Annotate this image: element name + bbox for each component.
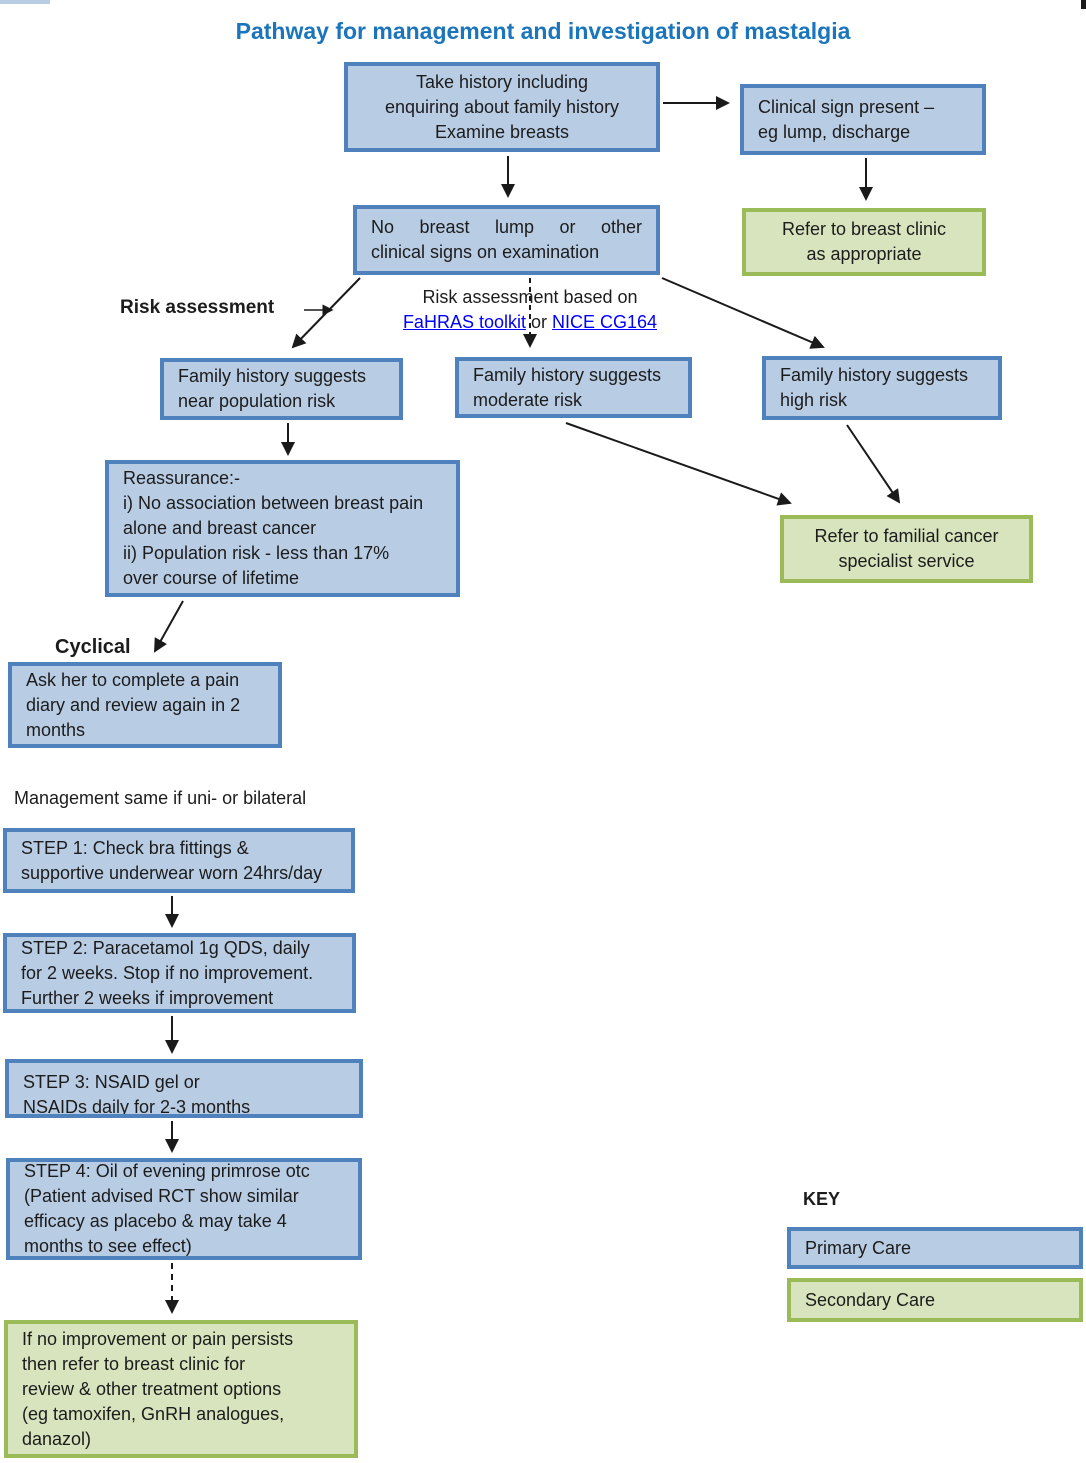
step3-text: STEP 3: NSAID gel or NSAIDs daily for 2-… bbox=[23, 1072, 251, 1117]
page-title: Pathway for management and investigation… bbox=[235, 18, 851, 44]
no-breast-lump-line1: No breast lump or other bbox=[371, 217, 642, 237]
pain-diary-box: Ask her to complete a pain diary and rev… bbox=[8, 662, 282, 748]
arrow-high-to-familial bbox=[846, 424, 901, 504]
family-near-risk-text: Family history suggests near population … bbox=[178, 366, 367, 411]
family-near-risk-box: Family history suggests near population … bbox=[160, 358, 403, 420]
risk-assessment-note: Risk assessment based on FaHRAS toolkit … bbox=[372, 285, 688, 335]
step2-text: STEP 2: Paracetamol 1g QDS, daily for 2 … bbox=[21, 937, 314, 1008]
reassurance-text: Reassurance:- i) No association between … bbox=[123, 468, 424, 588]
family-high-risk-text: Family history suggests high risk bbox=[780, 365, 969, 410]
corner-mark bbox=[1081, 0, 1086, 9]
corner-decoration-bar bbox=[0, 0, 50, 4]
key-label: KEY bbox=[803, 1189, 841, 1209]
key-secondary-care-text: Secondary Care bbox=[805, 1289, 936, 1310]
management-note: Management same if uni- or bilateral bbox=[14, 788, 307, 808]
step4-box: STEP 4: Oil of evening primrose otc (Pat… bbox=[6, 1158, 362, 1260]
or-text: or bbox=[525, 312, 552, 332]
step1-box: STEP 1: Check bra fittings & supportive … bbox=[3, 828, 355, 893]
risk-assessment-label: Risk assessment bbox=[120, 297, 275, 318]
key-primary-care-text: Primary Care bbox=[805, 1237, 912, 1258]
refer-breast-clinic-box: Refer to breast clinic as appropriate bbox=[742, 208, 986, 276]
key-secondary-care-box: Secondary Care bbox=[787, 1278, 1083, 1322]
clinical-sign-box: Clinical sign present – eg lump, dischar… bbox=[740, 84, 986, 155]
clinical-sign-text: Clinical sign present – eg lump, dischar… bbox=[758, 96, 935, 142]
arrow-moderate-to-familial bbox=[565, 422, 792, 506]
family-moderate-risk-text: Family history suggests moderate risk bbox=[473, 364, 662, 410]
arrow-reassurance-to-cyclical bbox=[154, 600, 184, 653]
key-primary-care-box: Primary Care bbox=[787, 1227, 1083, 1269]
no-breast-lump-line2: clinical signs on examination bbox=[371, 242, 600, 262]
arrow-nolump-to-near bbox=[291, 277, 361, 349]
risk-links-line: FaHRAS toolkit or NICE CG164 bbox=[372, 310, 688, 335]
cyclical-label: Cyclical bbox=[55, 636, 131, 658]
step3-box: STEP 3: NSAID gel or NSAIDs daily for 2-… bbox=[5, 1059, 363, 1118]
family-moderate-risk-box: Family history suggests moderate risk bbox=[455, 357, 692, 418]
refer-breast-clinic-text: Refer to breast clinic as appropriate bbox=[781, 219, 947, 264]
step1-text: STEP 1: Check bra fittings & supportive … bbox=[21, 837, 323, 883]
final-referral-box: If no improvement or pain persists then … bbox=[4, 1320, 358, 1458]
fahras-toolkit-link[interactable]: FaHRAS toolkit bbox=[402, 312, 526, 332]
family-high-risk-box: Family history suggests high risk bbox=[762, 356, 1002, 420]
take-history-box: Take history including enquiring about f… bbox=[344, 62, 660, 152]
nice-cg164-link[interactable]: NICE CG164 bbox=[552, 312, 658, 332]
refer-familial-cancer-text: Refer to familial cancer specialist serv… bbox=[814, 526, 999, 571]
reassurance-box: Reassurance:- i) No association between … bbox=[105, 460, 460, 597]
step4-text: STEP 4: Oil of evening primrose otc (Pat… bbox=[24, 1161, 310, 1256]
pain-diary-text: Ask her to complete a pain diary and rev… bbox=[26, 669, 241, 740]
step2-box: STEP 2: Paracetamol 1g QDS, daily for 2 … bbox=[3, 933, 356, 1013]
no-breast-lump-box: No breast lump or other clinical signs o… bbox=[353, 205, 660, 275]
risk-based-on-text: Risk assessment based on bbox=[422, 287, 638, 307]
final-referral-text: If no improvement or pain persists then … bbox=[22, 1328, 294, 1449]
take-history-text: Take history including enquiring about f… bbox=[384, 71, 620, 142]
refer-familial-cancer-box: Refer to familial cancer specialist serv… bbox=[780, 515, 1033, 583]
